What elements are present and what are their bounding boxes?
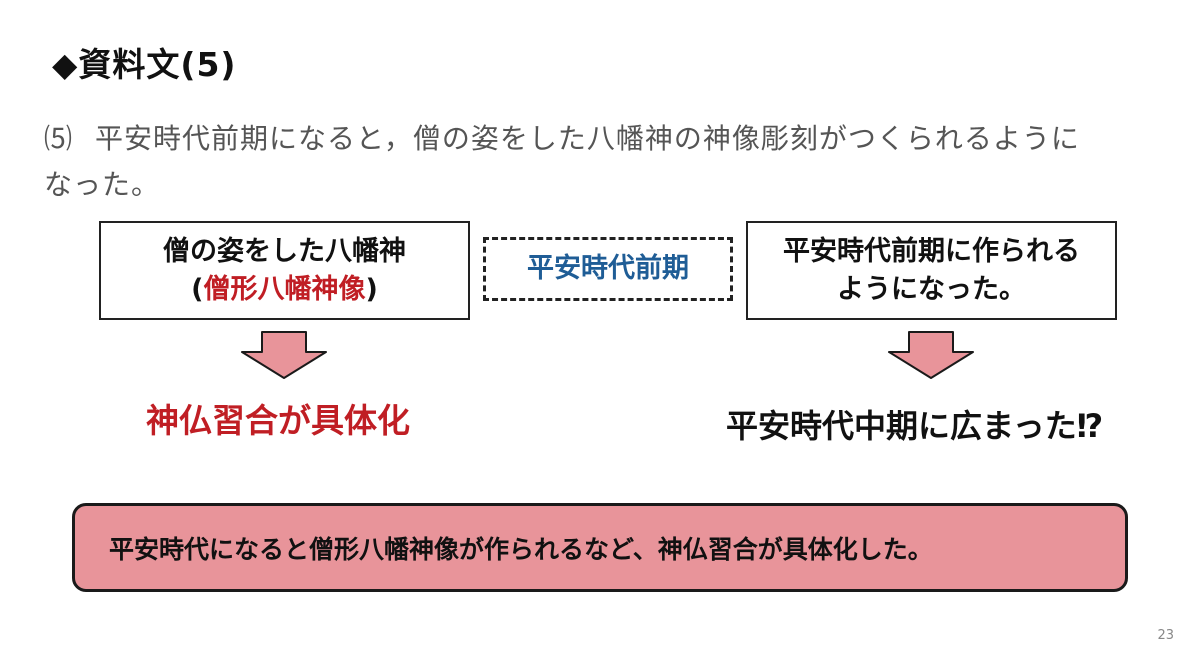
summary-box: 平安時代になると僧形八幡神像が作られるなど、神仏習合が具体化した。 <box>72 503 1128 592</box>
box-hachiman-line-1: 僧の姿をした八幡神 <box>163 235 406 267</box>
slide-title: ◆資料文(5) <box>52 45 237 84</box>
summary-text: 平安時代になると僧形八幡神像が作られるなど、神仏習合が具体化した。 <box>109 534 933 564</box>
paren-open: ( <box>191 273 204 305</box>
period-label: 平安時代前期 <box>527 253 689 284</box>
down-arrow-left-icon <box>241 331 327 379</box>
box-made-line-2: ようになった。 <box>837 273 1026 305</box>
source-line-1-text: 平安時代前期になると，僧の姿をした八幡神の神像彫刻がつくられるように <box>95 122 1080 155</box>
box-made-in-period: 平安時代前期に作られる ようになった。 <box>746 221 1117 320</box>
result-spread: 平安時代中期に広まった⁉ <box>726 407 1104 445</box>
box-hachiman-line-2: (僧形八幡神像) <box>191 271 378 309</box>
result-shinbutsu: 神仏習合が具体化 <box>146 401 410 440</box>
term-sogyo-hachiman: 僧形八幡神像 <box>203 273 366 305</box>
page-number: 23 <box>1157 628 1174 643</box>
box-period: 平安時代前期 <box>483 237 733 301</box>
source-line-1: ⑸ 平安時代前期になると，僧の姿をした八幡神の神像彫刻がつくられるように <box>44 116 1154 162</box>
source-number: ⑸ <box>44 122 74 155</box>
source-line-2: なった。 <box>44 168 161 201</box>
box-made-line-1: 平安時代前期に作られる <box>783 235 1080 267</box>
source-text: ⑸ 平安時代前期になると，僧の姿をした八幡神の神像彫刻がつくられるように なった。 <box>44 116 1154 208</box>
down-arrow-right-icon <box>888 331 974 379</box>
paren-close: ) <box>365 273 378 305</box>
box-hachiman: 僧の姿をした八幡神 (僧形八幡神像) <box>99 221 470 320</box>
